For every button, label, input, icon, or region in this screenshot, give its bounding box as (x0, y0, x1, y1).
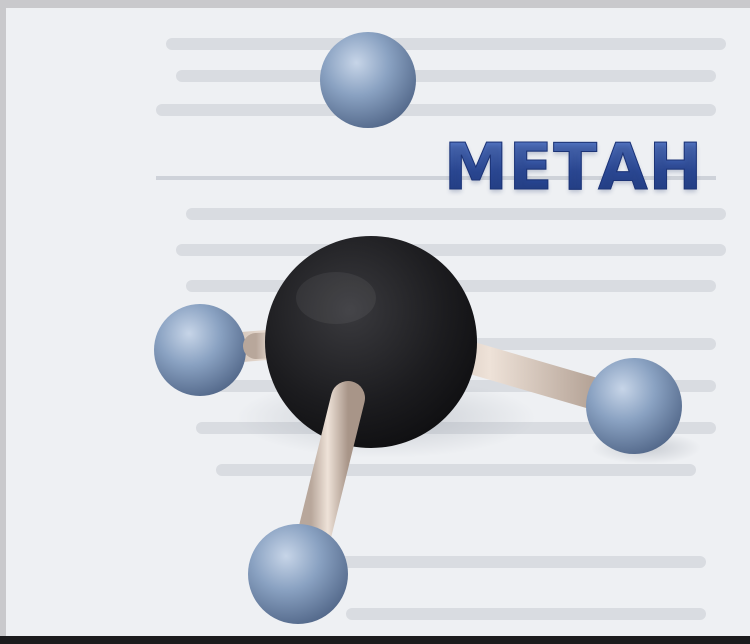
methane-ball-and-stick-model (154, 32, 701, 624)
bond-bottom (294, 381, 365, 565)
bottom-edge (0, 636, 750, 644)
carbon-atom (265, 236, 477, 448)
hydrogen-atom-right (586, 358, 682, 454)
hydrogen-atom-left (154, 304, 246, 396)
photo: МЕТАН (6, 8, 750, 638)
hydrogen-atom-bottom (248, 524, 348, 624)
molecule-title: МЕТАН (443, 131, 704, 205)
hydrogen-atom-top (320, 32, 416, 128)
